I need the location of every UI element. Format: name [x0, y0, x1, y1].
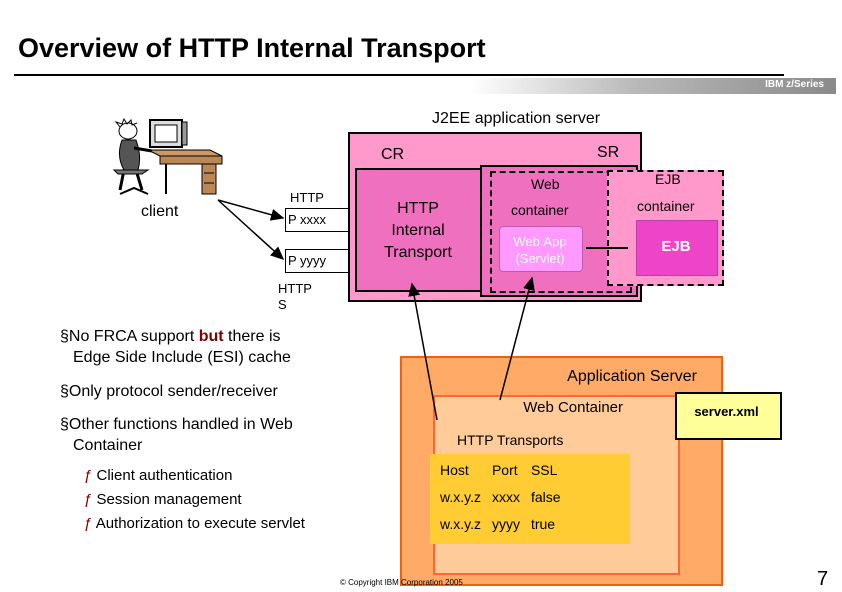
webapp-line: (Servlet)	[515, 251, 565, 266]
copyright: © Copyright IBM Corporation 2005	[340, 578, 463, 587]
http-transports-label: HTTP Transports	[457, 432, 564, 448]
port-xxxx-box	[285, 208, 349, 232]
cr-text-line: Transport	[384, 244, 452, 261]
application-server-label: Application Server	[567, 368, 697, 385]
table-row: w.x.y.z xxxx false	[440, 483, 572, 510]
bullet-line: Container	[73, 437, 143, 454]
http-transports-table: Host Port SSL w.x.y.z xxxx false w.x.y.z…	[440, 456, 572, 537]
https-line: S	[278, 297, 287, 312]
port-yyyy-label: P yyyy	[288, 253, 327, 268]
bullet-line: §Other functions handled in Web	[60, 416, 293, 433]
sub-bullet: ƒ Client authentication	[84, 464, 232, 488]
table-header-row: Host Port SSL	[440, 456, 572, 483]
sub-bullet-text: Client authentication	[96, 467, 233, 484]
bullet-line: §Only protocol sender/receiver	[60, 383, 278, 400]
port-yyyy-box	[285, 249, 349, 273]
brand-bar: IBM z/Series	[470, 78, 836, 94]
table-cell: xxxx	[491, 488, 520, 505]
sub-bullet-text: Authorization to execute servlet	[95, 515, 305, 532]
ejb-label: EJB	[661, 238, 691, 255]
sub-bullet: ƒ Authorization to execute servlet	[84, 512, 305, 536]
table-header-cell: Port	[491, 461, 518, 478]
table-cell: false	[530, 488, 561, 505]
sub-bullet-marker: ƒ	[84, 515, 93, 532]
webapp-box	[499, 226, 583, 272]
table-cell: w.x.y.z	[440, 515, 481, 532]
port-xxxx-label: P xxxx	[288, 212, 327, 227]
cr-text-line: Internal	[391, 222, 445, 239]
slide-title: Overview of HTTP Internal Transport	[18, 33, 486, 63]
sub-bullet-marker: ƒ	[84, 467, 93, 484]
web-container-label: container	[511, 202, 569, 218]
client-computer-icon	[112, 118, 223, 195]
sub-bullet-text: Session management	[96, 491, 242, 508]
bullet-line: §No FRCA support but there is	[60, 328, 281, 345]
http-transports-box	[430, 454, 630, 544]
config-to-cr-arrow	[408, 282, 438, 421]
cr-text-line: HTTP	[397, 200, 439, 217]
table-header-cell: SSL	[530, 461, 558, 478]
ejb-container-label: container	[637, 198, 695, 214]
https-label: HTTP S	[278, 281, 312, 313]
sub-bullet: ƒ Session management	[84, 488, 242, 512]
http-label: HTTP	[290, 190, 324, 205]
page-number: 7	[817, 568, 829, 590]
server-xml-box	[675, 392, 782, 440]
table-row: w.x.y.z yyyy true	[440, 510, 572, 537]
client-label: client	[141, 203, 179, 220]
webapp-text: Web.App (Servlet)	[499, 233, 581, 267]
table-header-cell: Host	[440, 461, 469, 478]
table-cell: yyyy	[491, 515, 520, 532]
config-to-webapp-arrow	[499, 276, 535, 401]
cr-transport-text: HTTP Internal Transport	[356, 198, 480, 264]
cr-label: CR	[381, 146, 405, 163]
title-underline	[14, 74, 784, 76]
https-line: HTTP	[278, 281, 312, 296]
sr-label: SR	[597, 144, 620, 161]
client-to-port-x-arrow	[217, 199, 285, 221]
j2ee-server-label: J2EE application server	[432, 110, 601, 127]
sub-bullet-marker: ƒ	[84, 491, 93, 508]
table-cell: w.x.y.z	[440, 488, 481, 505]
webapp-line: Web.App	[513, 234, 567, 249]
web-label: Web	[531, 176, 560, 192]
client-to-port-y-arrow	[217, 199, 285, 261]
ejb-box	[636, 220, 718, 276]
brand-label: IBM z/Series	[765, 79, 824, 90]
bullet-line: Edge Side Include (ESI) cache	[73, 349, 291, 366]
ejb-container-title: EJB	[655, 171, 681, 187]
server-xml-label: server.xml	[694, 404, 759, 419]
web-container-config-label: Web Container	[523, 399, 623, 416]
table-cell: true	[530, 515, 556, 532]
